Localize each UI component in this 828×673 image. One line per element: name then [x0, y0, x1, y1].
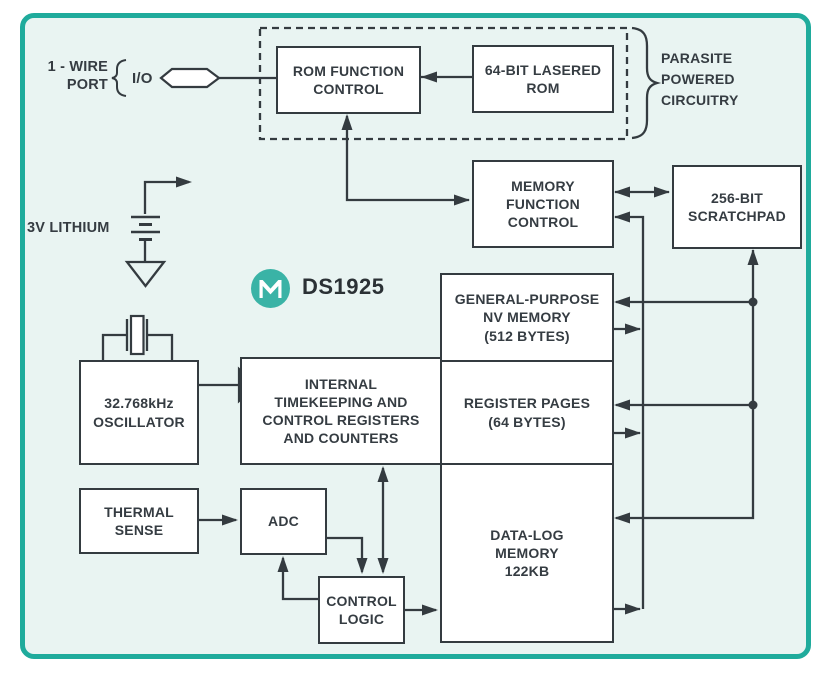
io-pin-label: I/O [132, 70, 153, 87]
block-register-pages: REGISTER PAGES (64 BYTES) [440, 360, 614, 465]
block-timekeeping: INTERNAL TIMEKEEPING AND CONTROL REGISTE… [240, 357, 442, 465]
maxim-logo [251, 269, 290, 308]
block-nv-memory: GENERAL-PURPOSE NV MEMORY (512 BYTES) [440, 273, 614, 362]
block-scratchpad: 256-BIT SCRATCHPAD [672, 165, 802, 249]
parasite-powered-label: PARASITE POWERED CIRCUITRY [661, 50, 739, 108]
block-oscillator: 32.768kHz OSCILLATOR [79, 360, 199, 465]
block-lasered-rom: 64-BIT LASERED ROM [472, 45, 614, 113]
maxim-logo-m-icon [259, 279, 282, 298]
block-rom-function-control: ROM FUNCTION CONTROL [276, 46, 421, 114]
part-number: DS1925 [302, 274, 385, 299]
block-memory-function-control: MEMORY FUNCTION CONTROL [472, 160, 614, 248]
block-datalog-memory: DATA-LOG MEMORY 122KB [440, 463, 614, 643]
battery-label: 3V LITHIUM [27, 220, 110, 236]
block-control-logic: CONTROL LOGIC [318, 576, 405, 644]
one-wire-port-label: 1 - WIRE PORT [47, 59, 108, 94]
block-adc: ADC [240, 488, 327, 555]
block-thermal-sense: THERMAL SENSE [79, 488, 199, 554]
